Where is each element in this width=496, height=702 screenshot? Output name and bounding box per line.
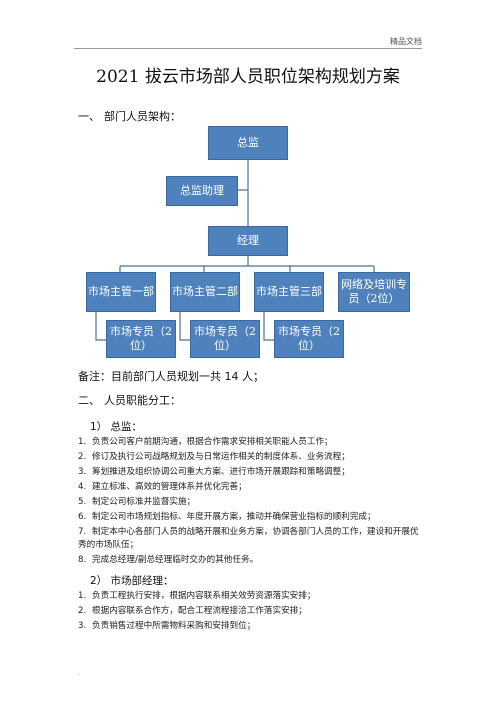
list-item-number: 7.: [78, 527, 87, 537]
list-item-number: 3.: [78, 621, 87, 631]
section2-heading: 二、人员职能分工：: [78, 392, 181, 408]
list-item-number: 8.: [78, 555, 87, 565]
org-box-manager: 经理: [208, 226, 288, 256]
org-box-specialist-3: 市场专员（2位）: [274, 320, 344, 358]
section2-number: 二、: [78, 394, 100, 407]
org-supervisor-2-label: 市场主管二部: [172, 285, 238, 298]
list-item-number: 6.: [78, 512, 87, 522]
section2-label: 人员职能分工：: [104, 394, 181, 407]
section1-number: 一、: [78, 110, 100, 123]
list-item-text: 负责公司客户前期沟通，根据合作需求安排相关职能人员工作；: [92, 437, 333, 447]
manager-duties-list: 1. 负责工程执行安排，根据内容联系相关效劳资源落实安排； 2. 根据内容联系合作方，…: [78, 590, 422, 635]
list-item-number: 1.: [78, 437, 87, 447]
list-item-text: 筹划推进及组织协调公司重大方案、进行市场开展跟踪和策略调整；: [92, 467, 350, 477]
section1-label: 部门人员架构：: [104, 110, 181, 123]
section1-heading: 一、部门人员架构：: [78, 108, 181, 124]
list-item-text: 负责销售过程中所需物料采购和安排到位；: [92, 621, 256, 631]
list-item: 2. 根据内容联系合作方，配合工程流程接洽工作落实安排；: [78, 605, 422, 618]
list-item-text: 建立标准、高效的管理体系并优化完善；: [92, 482, 247, 492]
list-item-text: 完成总经理/副总经理临时交办的其他任务。: [92, 555, 259, 565]
header-mark: 精品文档: [390, 37, 422, 46]
list-item-number: 5.: [78, 497, 87, 507]
footer-dot: .: [78, 670, 80, 677]
org-box-assistant: 总监助理: [166, 176, 238, 206]
list-item-number: 1.: [78, 591, 87, 601]
list-item: 3. 负责销售过程中所需物料采购和安排到位；: [78, 620, 422, 633]
list-item-text: 制定公司标准并监督实施；: [92, 497, 196, 507]
list-item-number: 2.: [78, 452, 87, 462]
org-manager-label: 经理: [237, 234, 259, 247]
org-box-network-training: 网络及培训专员（2位）: [338, 272, 410, 312]
list-item-number: 4.: [78, 482, 87, 492]
org-director-label: 总监: [237, 136, 259, 149]
org-box-specialist-1: 市场专员（2位）: [106, 320, 176, 358]
org-specialist-3-label: 市场专员（2位）: [278, 325, 340, 352]
org-box-specialist-2: 市场专员（2位）: [190, 320, 260, 358]
list-item: 4. 建立标准、高效的管理体系并优化完善；: [78, 481, 422, 494]
list-item-number: 2.: [78, 606, 87, 616]
org-specialist-2-label: 市场专员（2位）: [194, 325, 256, 352]
director-duties-list: 1. 负责公司客户前期沟通，根据合作需求安排相关职能人员工作； 2. 修订及执行公司战…: [78, 436, 422, 569]
org-box-supervisor-1: 市场主管一部: [86, 272, 156, 312]
list-item: 1. 负责工程执行安排，根据内容联系相关效劳资源落实安排；: [78, 590, 422, 603]
list-item-text: 负责工程执行安排，根据内容联系相关效劳资源落实安排；: [92, 591, 316, 601]
duty2-heading: 2） 市场部经理：: [90, 575, 174, 587]
list-item: 2. 修订及执行公司战略规划及与日常运作相关的制度体系、业务流程；: [78, 451, 422, 464]
org-assistant-label: 总监助理: [180, 184, 224, 197]
list-item: 1. 负责公司客户前期沟通，根据合作需求安排相关职能人员工作；: [78, 436, 422, 449]
list-item: 5. 制定公司标准并监督实施；: [78, 496, 422, 509]
org-box-director: 总监: [208, 126, 288, 160]
list-item: 3. 筹划推进及组织协调公司重大方案、进行市场开展跟踪和策略调整；: [78, 466, 422, 479]
list-item-text: 制定公司市场规划指标、年度开展方案，推动并确保营业指标的顺利完成；: [92, 512, 376, 522]
list-item-text: 制定本中心各部门人员的战略开展和业务方案，协调各部门人员的工作，建设和开展优秀的…: [78, 527, 419, 550]
list-item: 6. 制定公司市场规划指标、年度开展方案，推动并确保营业指标的顺利完成；: [78, 511, 422, 524]
duty1-heading: 1） 总监：: [90, 421, 143, 433]
list-item-text: 根据内容联系合作方，配合工程流程接洽工作落实安排；: [92, 606, 307, 616]
org-network-training-label: 网络及培训专员（2位）: [341, 278, 407, 305]
list-item: 7.制定本中心各部门人员的战略开展和业务方案，协调各部门人员的工作，建设和开展优…: [78, 526, 422, 552]
list-item: 8. 完成总经理/副总经理临时交办的其他任务。: [78, 554, 422, 567]
org-specialist-1-label: 市场专员（2位）: [110, 325, 172, 352]
org-box-supervisor-3: 市场主管三部: [254, 272, 324, 312]
header-rule: [74, 48, 422, 49]
org-supervisor-1-label: 市场主管一部: [88, 285, 154, 298]
headcount-note: 备注：目前部门人员规划一共 14 人；: [78, 370, 264, 383]
list-item-text: 修订及执行公司战略规划及与日常运作相关的制度体系、业务流程；: [92, 452, 350, 462]
org-supervisor-3-label: 市场主管三部: [256, 285, 322, 298]
page-title: 2021 拔云市场部人员职位架构规划方案: [96, 67, 400, 87]
list-item-number: 3.: [78, 467, 87, 477]
org-box-supervisor-2: 市场主管二部: [170, 272, 240, 312]
